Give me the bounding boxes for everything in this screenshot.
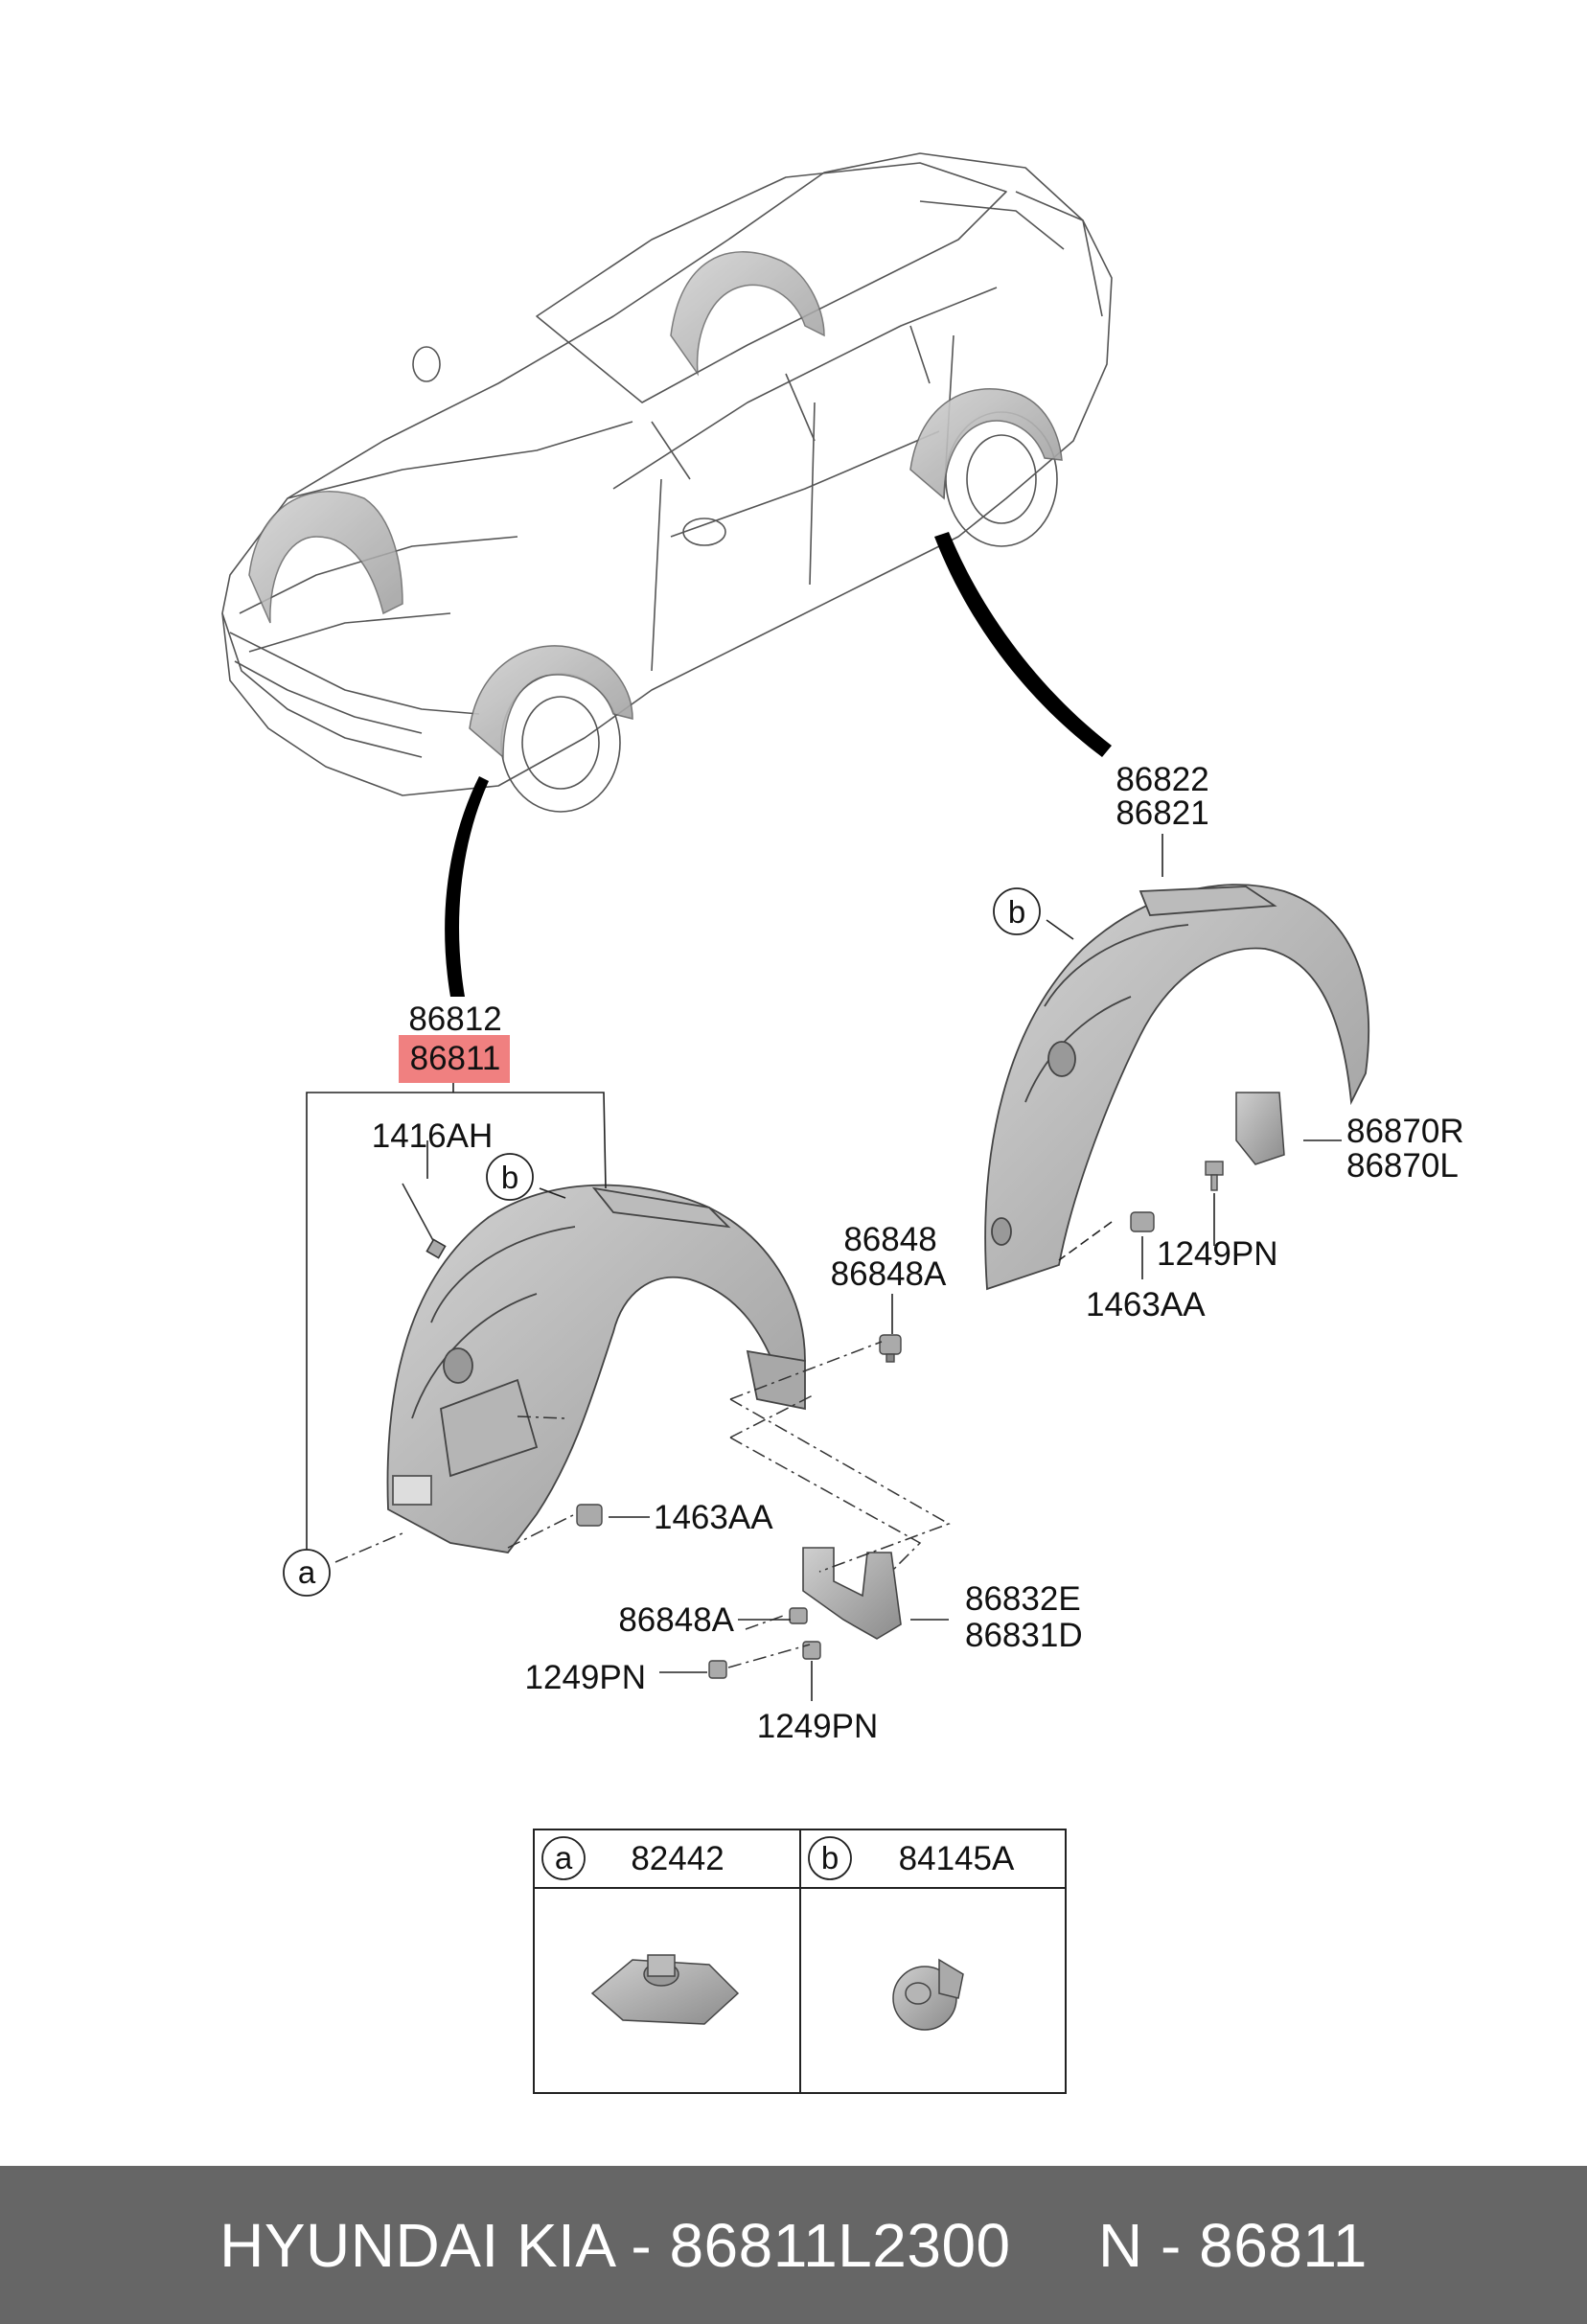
assembly-lines (334, 1341, 951, 1668)
circle-b-rear: b (993, 887, 1041, 935)
car-outline (221, 152, 1113, 813)
rear-wheel-liner (984, 884, 1370, 1291)
label-86811: 86811 (410, 1040, 501, 1077)
label-rear-1249PN: 1249PN (1157, 1235, 1277, 1273)
label-86822: 86822 (1116, 761, 1208, 798)
label-86832E: 86832E (965, 1580, 1081, 1618)
label-rear-1463AA: 1463AA (1086, 1286, 1206, 1323)
front-screw-shape (402, 1183, 447, 1259)
svg-text:b: b (501, 1160, 518, 1195)
footer-part-text: HYUNDAI KIA - 86811L2300 N - 86811 (219, 2210, 1368, 2280)
label-86848A: 86848A (831, 1255, 947, 1293)
front-leader-lines (306, 1083, 949, 1701)
rear-bolt-shape (1205, 1161, 1224, 1191)
rear-leader-lines (1046, 834, 1342, 1279)
legend-a-part: 82442 (631, 1840, 724, 1877)
legend-b-letter: b (821, 1840, 839, 1875)
label-bottom-1249PN: 1249PN (757, 1708, 878, 1745)
circle-b-front: b (486, 1153, 534, 1201)
front-wheel-liner (386, 1184, 806, 1553)
footer-bar: HYUNDAI KIA - 86811L2300 N - 86811 (0, 2166, 1587, 2324)
svg-text:b: b (1008, 894, 1025, 930)
label-bracket-86848A: 86848A (618, 1601, 734, 1639)
front-leader-swoosh (445, 776, 489, 997)
legend-a-letter: a (555, 1840, 573, 1875)
label-86831D: 86831D (965, 1617, 1083, 1654)
front-nut-shape (576, 1504, 603, 1527)
rear-guard-bracket-shape (1235, 1092, 1285, 1165)
legend-table: a 82442 b 84145A (533, 1829, 1067, 2094)
front-bracket-shape (802, 1547, 902, 1640)
label-86870R: 86870R (1346, 1113, 1464, 1150)
rear-nut-shape (1130, 1211, 1155, 1232)
bracket-clip-shape (708, 1607, 821, 1679)
car-liners (248, 251, 1063, 759)
label-1416AH: 1416AH (372, 1117, 493, 1155)
label-left-1249PN: 1249PN (525, 1659, 646, 1696)
legend-b-part: 84145A (899, 1840, 1015, 1877)
legend-b-push-clip-icon (892, 1958, 964, 2031)
legend-a-clip-nut-icon (590, 1954, 740, 2025)
label-86812: 86812 (408, 1001, 501, 1038)
label-front-1463AA: 1463AA (654, 1499, 773, 1536)
front-clip-shape (879, 1334, 902, 1363)
svg-text:a: a (298, 1554, 316, 1590)
parts-diagram: 86822 86821 86812 86811 1416AH 86848 868… (221, 152, 1464, 2094)
label-86870L: 86870L (1346, 1147, 1459, 1185)
circle-a-front: a (283, 1549, 331, 1597)
rear-leader-swoosh (934, 532, 1112, 757)
label-86848: 86848 (843, 1221, 936, 1258)
label-86821: 86821 (1116, 794, 1208, 832)
part-highlight (399, 1035, 510, 1083)
